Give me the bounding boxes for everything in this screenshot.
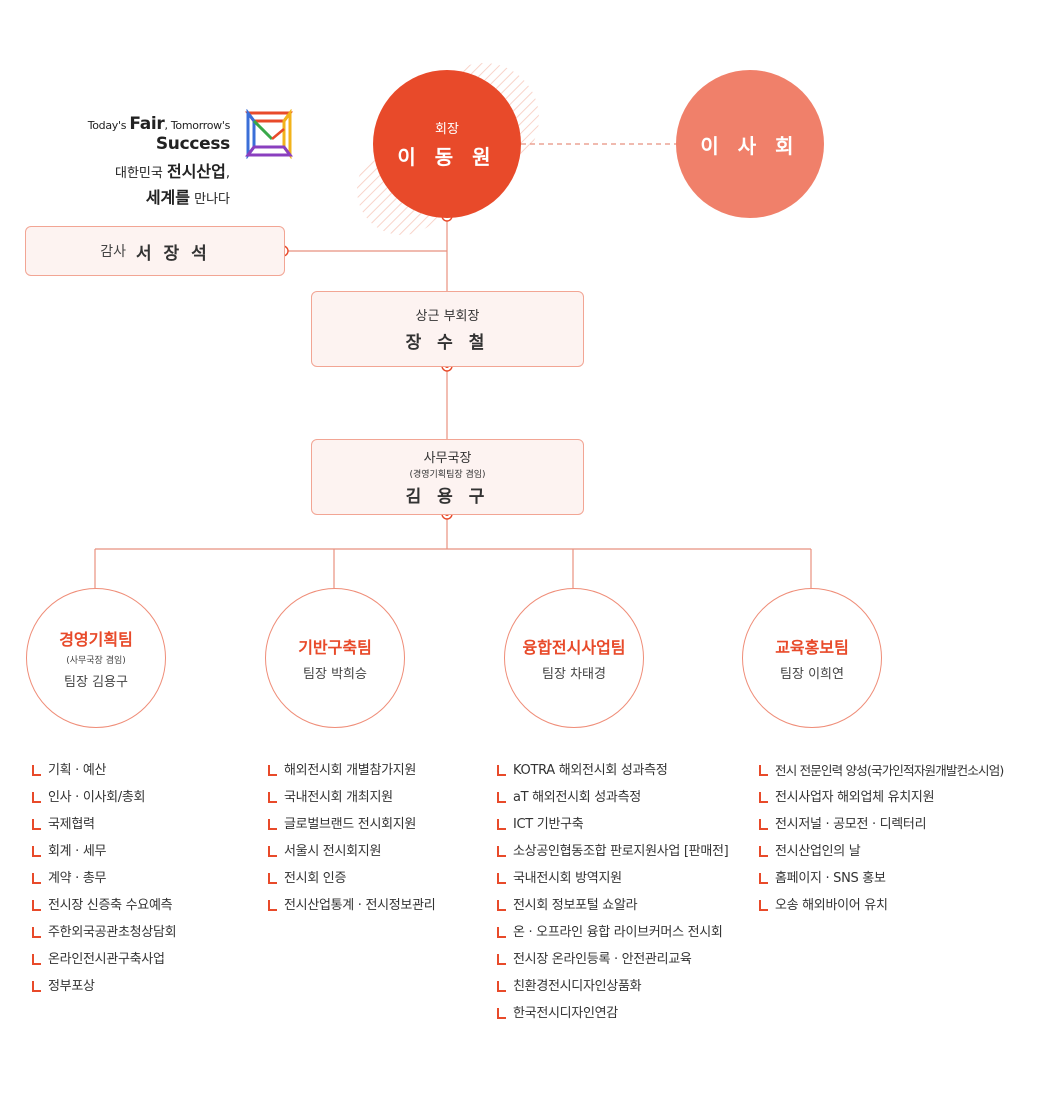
auditor-node: 감사 서 장 석	[25, 226, 285, 276]
duty-item: 국제협력	[30, 816, 176, 834]
tagline-success: Success	[155, 134, 230, 154]
team-duties-planning: 기획 · 예산 인사 · 이사회/총회 국제협력 회계 · 세무 계약 · 총무…	[30, 762, 177, 1005]
duty-item: 전시 전문인력 양성(국가인적자원개발컨소시엄)	[757, 762, 1004, 780]
tagline-emphasis: 전시산업	[166, 162, 226, 181]
team-name: 교육홍보팀	[775, 638, 849, 657]
team-sub: (사무국장 겸임)	[66, 656, 126, 666]
tagline-text: Today's	[87, 119, 130, 132]
duty-item: 전시장 신증축 수요예측	[30, 897, 176, 915]
duty-item: 국내전시회 방역지원	[495, 870, 728, 888]
tagline-fair: Fair	[129, 114, 165, 134]
tagline-text: 대한민국	[114, 166, 167, 181]
duty-item: 전시산업통계 · 전시정보관리	[266, 897, 436, 915]
duty-item: aT 해외전시회 성과측정	[495, 789, 728, 807]
president-name: 이 동 원	[397, 145, 497, 169]
duty-item: 전시회 정보포털 쇼알라	[495, 897, 728, 915]
duty-item: 전시저널 · 공모전 · 디렉터리	[757, 816, 1004, 834]
tagline-line2: 대한민국 전시산업,	[20, 158, 230, 182]
duty-item: 해외전시회 개별참가지원	[266, 762, 435, 780]
team-duties-education: 전시 전문인력 양성(국가인적자원개발컨소시엄) 전시사업자 해외업체 유치지원…	[757, 762, 1004, 924]
board-node: 이 사 회	[676, 70, 824, 218]
duty-item: 전시장 온라인등록 · 안전관리교육	[495, 951, 728, 969]
team-leader: 팀장 박희승	[303, 667, 367, 682]
vice-president-name: 장 수 철	[405, 333, 490, 353]
duty-item: 계약 · 총무	[30, 870, 176, 888]
tagline: Today's Fair, Tomorrow's Success 대한민국 전시…	[20, 114, 231, 208]
duty-item: 주한외국공관초청상담회	[30, 924, 177, 942]
board-name: 이 사 회	[700, 133, 800, 158]
vice-president-title: 상근 부회장	[415, 309, 480, 324]
duty-item: 전시산업인의 날	[757, 843, 1004, 861]
duty-item: 전시회 인증	[266, 870, 435, 888]
tagline-text: 만나다	[189, 192, 230, 207]
team-duties-infrastructure: 해외전시회 개별참가지원 국내전시회 개최지원 글로벌브랜드 전시회지원 서울시…	[266, 762, 436, 924]
tagline-line3: 세계를 만나다	[20, 184, 230, 208]
team-leader: 팀장 이희연	[780, 667, 844, 682]
duty-item: 서울시 전시회지원	[266, 843, 435, 861]
team-name: 기반구축팀	[298, 638, 372, 657]
team-name: 경영기획팀	[59, 630, 133, 649]
tagline-text: , Tomorrow's	[164, 119, 230, 132]
team-node-education: 교육홍보팀 팀장 이희연	[742, 588, 882, 728]
auditor-name: 서 장 석	[136, 243, 210, 264]
duty-item: 회계 · 세무	[30, 843, 176, 861]
president-title: 회장	[435, 122, 459, 137]
president-node: 회장 이 동 원	[373, 70, 521, 218]
duty-item: 인사 · 이사회/총회	[30, 789, 176, 807]
duty-item: KOTRA 해외전시회 성과측정	[495, 762, 728, 780]
duty-item: 한국전시디자인연감	[495, 1005, 728, 1023]
duty-item: 온 · 오프라인 융합 라이브커머스 전시회	[495, 924, 728, 942]
duty-item: 오송 해외바이어 유치	[757, 897, 1004, 915]
auditor-title: 감사	[100, 244, 126, 260]
tagline-emphasis: 세계를	[145, 188, 190, 207]
logo-icon	[245, 109, 293, 159]
secretary-general-name: 김 용 구	[405, 487, 490, 507]
secretary-general-node: 사무국장 (경영기획팀장 겸임) 김 용 구	[311, 439, 584, 515]
duty-item: 홈페이지 · SNS 홍보	[757, 870, 1004, 888]
duty-item: 소상공인협동조합 판로지원사업 [판매전]	[495, 843, 729, 861]
duty-item: 온라인전시관구축사업	[30, 951, 176, 969]
duty-item: 정부포상	[30, 978, 176, 996]
team-node-planning: 경영기획팀 (사무국장 겸임) 팀장 김용구	[26, 588, 166, 728]
team-duties-convergence: KOTRA 해외전시회 성과측정 aT 해외전시회 성과측정 ICT 기반구축 …	[495, 762, 729, 1032]
team-node-convergence: 융합전시사업팀 팀장 차태경	[504, 588, 644, 728]
team-leader: 팀장 김용구	[64, 675, 128, 690]
tagline-text: ,	[225, 166, 230, 181]
tagline-line1: Today's Fair, Tomorrow's Success	[20, 114, 231, 154]
secretary-general-title: 사무국장	[423, 451, 472, 466]
team-node-infrastructure: 기반구축팀 팀장 박희승	[265, 588, 405, 728]
duty-item: 국내전시회 개최지원	[266, 789, 435, 807]
duty-item: 기획 · 예산	[30, 762, 176, 780]
duty-item: 전시사업자 해외업체 유치지원	[757, 789, 1004, 807]
duty-item: 글로벌브랜드 전시회지원	[266, 816, 435, 834]
duty-item: ICT 기반구축	[495, 816, 728, 834]
vice-president-node: 상근 부회장 장 수 철	[311, 291, 584, 367]
secretary-general-sub: (경영기획팀장 겸임)	[409, 470, 486, 480]
team-name: 융합전시사업팀	[522, 638, 626, 657]
duty-item: 친환경전시디자인상품화	[495, 978, 728, 996]
team-leader: 팀장 차태경	[542, 667, 606, 682]
